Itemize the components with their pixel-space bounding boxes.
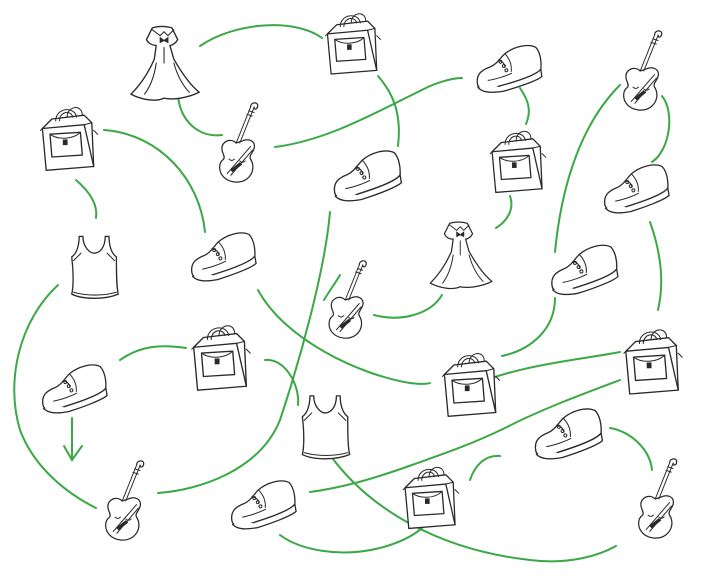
bag-icon [623,329,683,395]
path-violin-stroke [323,274,341,301]
bag-icon [325,13,381,75]
path-bag-tank-down [264,358,300,406]
path-shoe-bag [519,87,530,125]
path-bag-shoe-mid [495,195,513,229]
bag-icon [39,107,99,171]
path-violin-shoe [274,77,463,148]
violin-icon [328,260,367,339]
violin-icon [105,460,145,541]
path-violin-shoe-right [651,95,671,163]
bag-icon [489,130,547,194]
path-bag-shoe [377,75,400,147]
violin-icon [219,102,259,183]
path-violin-dress [373,294,443,319]
path-bag-shoe-low [469,454,501,481]
path-bag-tank [75,179,98,219]
violin-icon [623,30,663,111]
path-bag-shoe-left [103,129,206,233]
tank-top-icon [71,235,119,299]
path-long-diagonal [157,211,331,494]
path-shoe-bag-bottom [279,517,431,554]
violin-icon [638,458,678,539]
shoe-icon [333,150,403,202]
shoe-icon [534,408,604,460]
path-dress-violin [177,94,223,137]
bag-icon [191,325,251,391]
bag-icon [441,353,501,417]
path-shoe-violin-right [554,84,621,253]
bag-icon [402,466,460,530]
shoe-icon [41,364,108,414]
dress-icon [429,221,493,290]
path-tank-bag-bottom [329,454,617,563]
tank-top-icon [301,395,351,460]
shoe-icon [603,164,670,214]
path-shoe-bag-down [119,345,187,361]
path-dress-bag [199,24,323,47]
path-shoe-violin-bottom [609,427,653,471]
path-shoe-bag-curve [257,289,431,385]
shoe-icon [551,244,619,296]
path-shoe-bag-low [501,297,556,357]
shoe-icon [230,480,297,530]
path-bag-shoe-sweep [309,379,621,493]
shoe-icon [190,232,257,282]
dress-icon [130,25,200,101]
path-tank-violin [13,284,97,509]
arrow-down-icon [63,417,83,462]
shoe-icon [476,44,543,93]
path-shoe-bag-right [649,221,663,311]
